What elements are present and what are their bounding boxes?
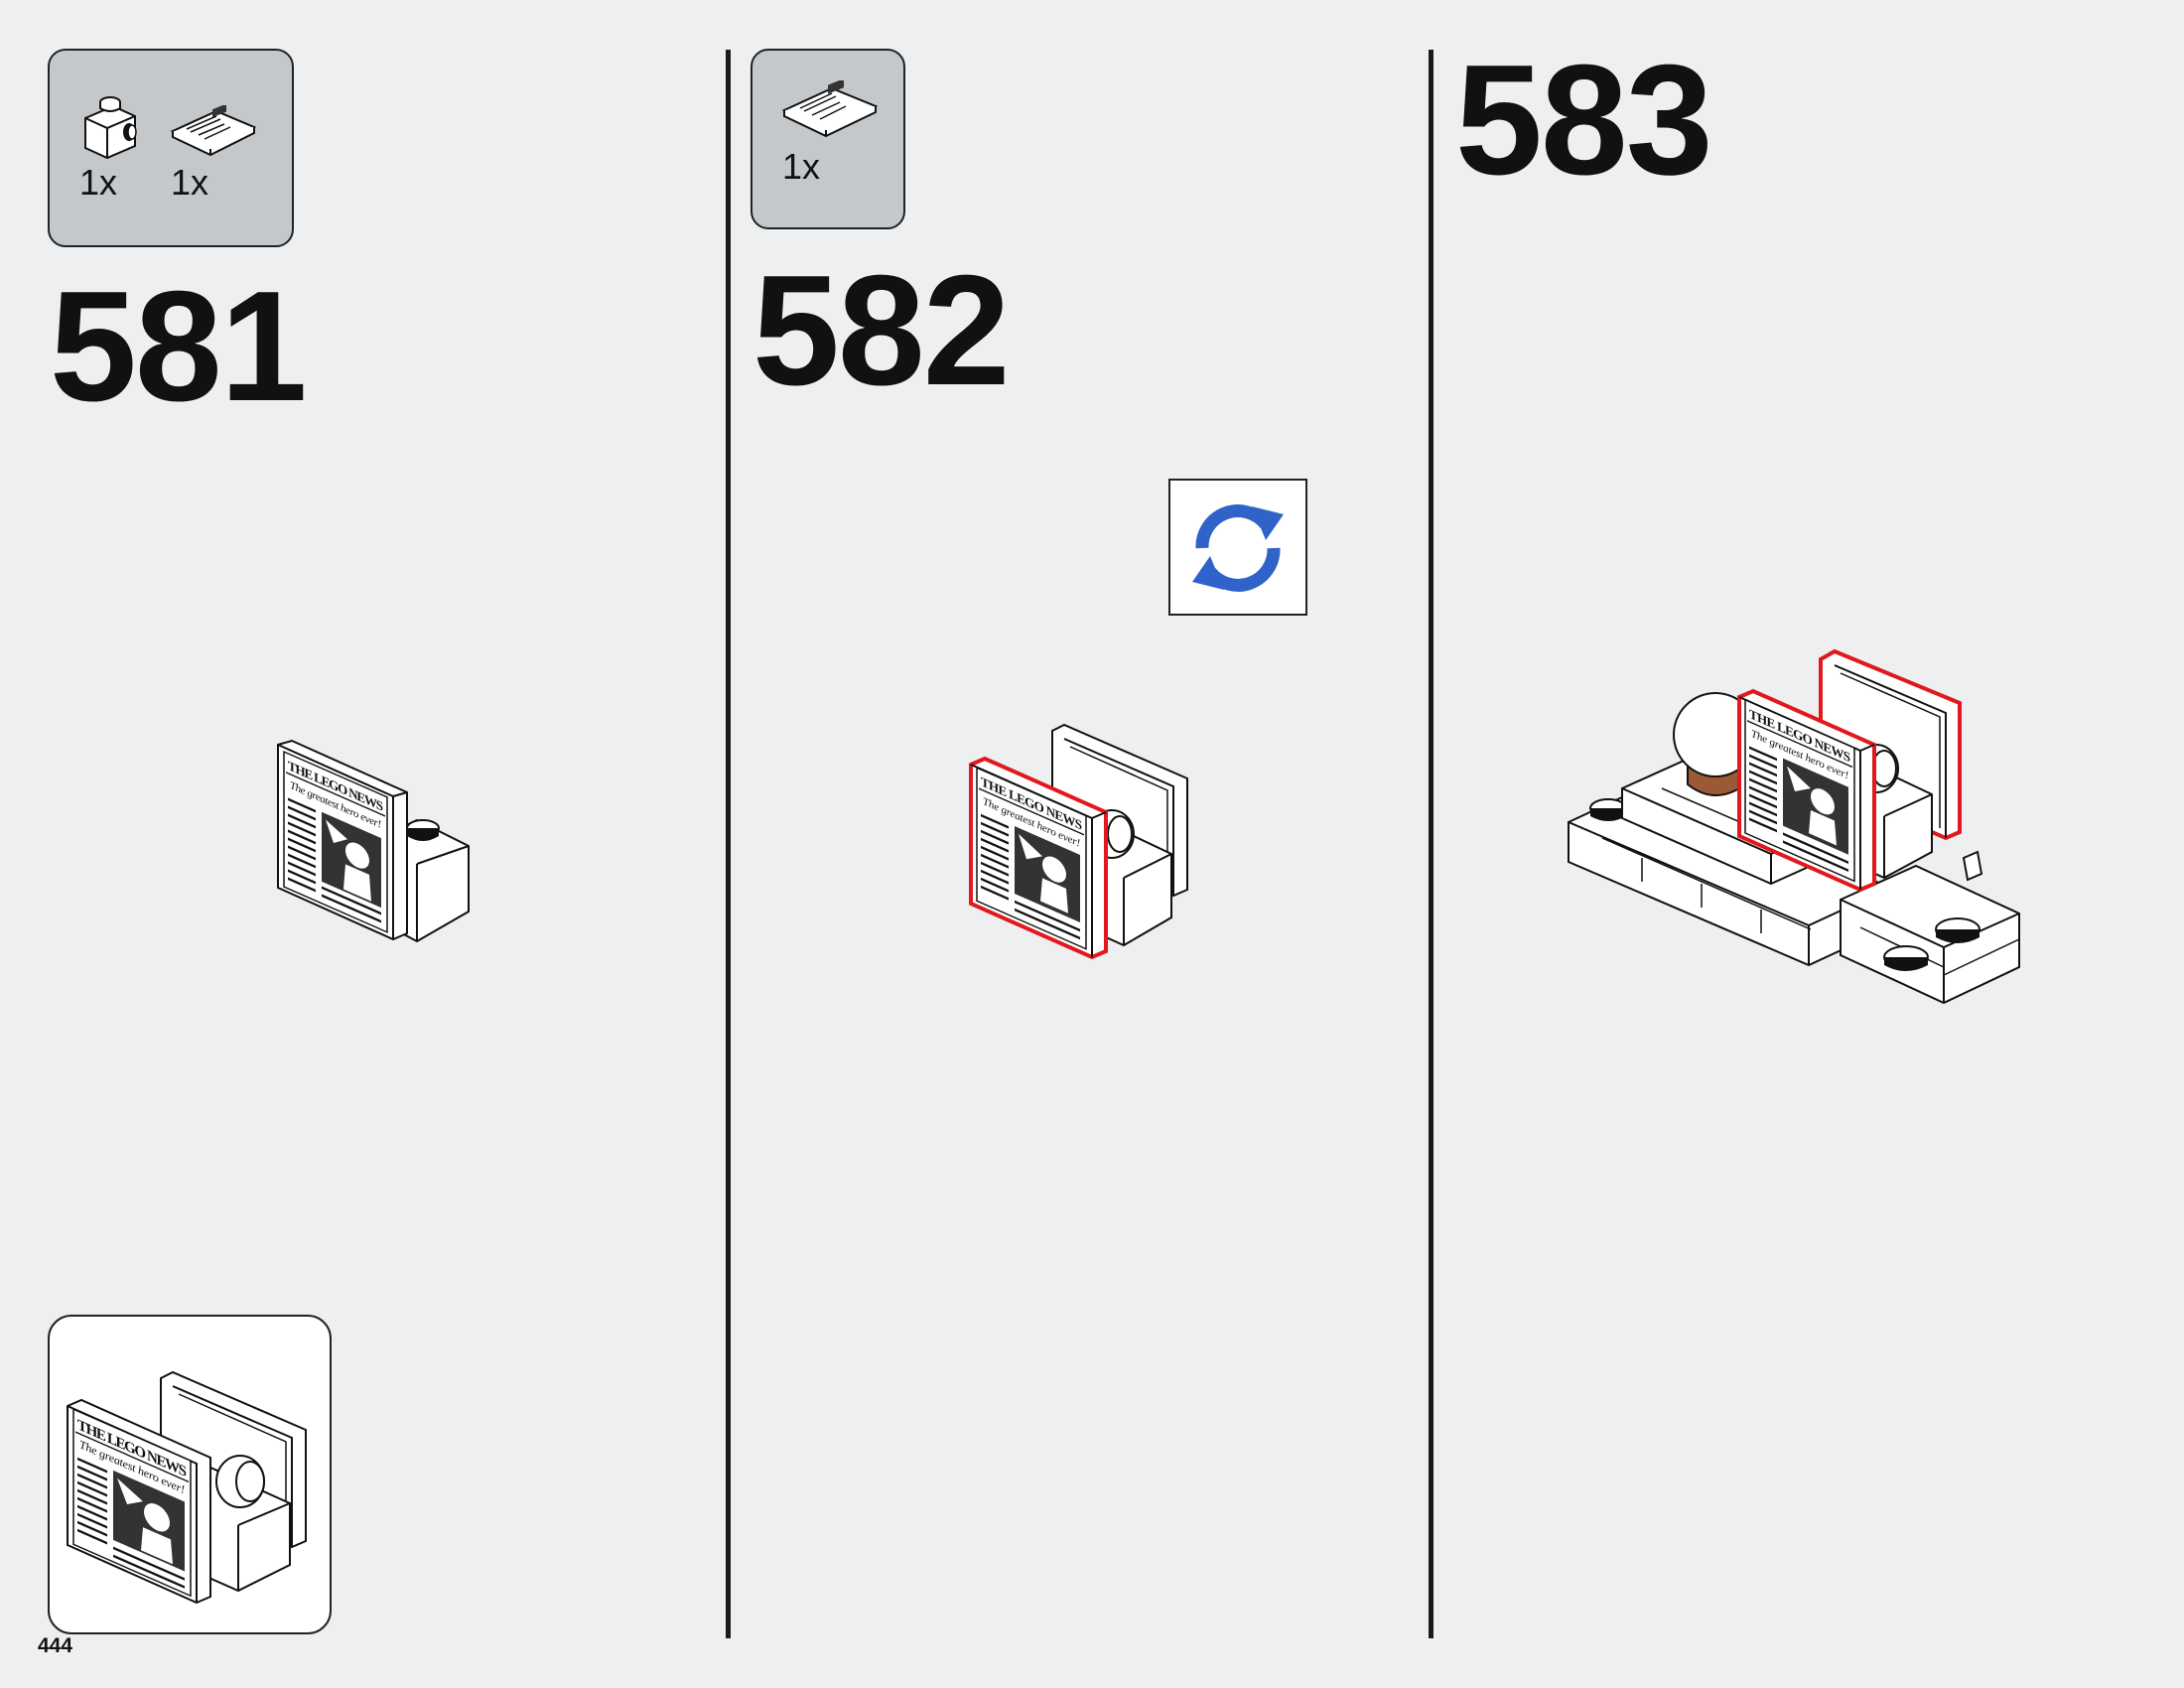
sub-assembly-callout: THE LEGO NEWS The greatest hero ever! (48, 1315, 332, 1634)
page-number: 444 (38, 1634, 73, 1657)
step-number-582: 582 (752, 243, 1011, 418)
sub-assembly-model: THE LEGO NEWS The greatest hero ever! (67, 1370, 307, 1605)
column-divider-1 (726, 50, 731, 1638)
parts-list-step-582: 1x (751, 49, 905, 229)
assembly-step-581: THE LEGO NEWS The greatest hero ever! (277, 739, 470, 943)
qty-newspaper-tile: 1x (782, 146, 821, 187)
step-number-583: 583 (1455, 33, 1713, 208)
bracket-brick-icon (84, 96, 137, 160)
column-divider-2 (1429, 50, 1433, 1638)
step-number-581: 581 (50, 259, 308, 434)
newspaper-tile-icon (781, 80, 879, 138)
qty-newspaper-tile: 1x (171, 162, 209, 203)
assembly-step-582: THE LEGO NEWS The greatest hero ever! (969, 723, 1188, 960)
newspaper-tile-icon (170, 105, 257, 157)
parts-list-step-581: 1x 1x (48, 49, 294, 247)
rotate-model-indicator (1168, 479, 1307, 616)
rotate-model-icon (1192, 504, 1284, 592)
qty-bracket-brick: 1x (79, 162, 118, 203)
assembly-step-583: THE LEGO NEWS The greatest hero ever! (1568, 648, 2020, 1005)
